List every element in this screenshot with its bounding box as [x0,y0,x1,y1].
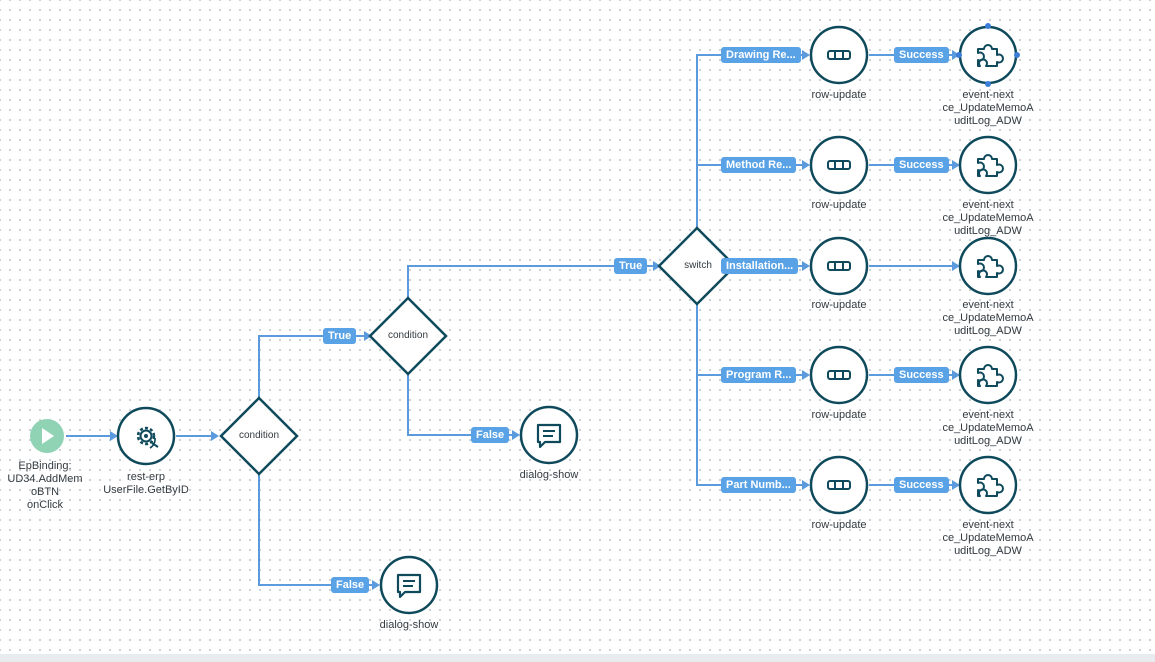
row-blocks-icon [827,370,851,380]
switch-node[interactable] [657,226,737,306]
edge-condition2-true [407,265,654,298]
event-next-node-3[interactable] [958,236,1018,296]
edge-condition2-false [407,374,513,436]
event-next-caption-3-line3: uditLog_ADW [954,325,1022,337]
edge-label-cond2-true[interactable]: True [614,258,648,274]
row-update-caption-4: row-update [811,409,867,421]
horizontal-scrollbar[interactable] [0,654,1155,662]
puzzle-piece-icon [977,474,1004,497]
start-caption-line3: oBTN [30,486,60,498]
dialog-show-2-caption: dialog-show [379,619,439,631]
puzzle-piece-icon [977,364,1004,387]
row-blocks-icon [827,50,851,60]
event-next-node-5[interactable] [958,455,1018,515]
edge-condition1-true [258,335,365,398]
event-next-caption-1-line2: ce_UpdateMemoA [942,102,1034,114]
event-next-caption-4: event-next ce_UpdateMemoA uditLog_ADW [933,409,1043,448]
row-blocks-icon [827,261,851,271]
play-icon [42,428,54,444]
row-blocks-icon [827,480,851,490]
gear-sync-icon [136,426,159,449]
edge-label-cond1-true[interactable]: True [323,328,357,344]
event-next-caption-5-line1: event-next [962,519,1014,531]
dialog-show-node-2[interactable] [379,555,439,615]
condition-node-1[interactable] [219,396,299,476]
success-label-3[interactable]: Success [894,367,949,383]
event-next-caption-5-line2: ce_UpdateMemoA [942,532,1034,544]
switch-label: switch [684,260,712,271]
row-update-node-5[interactable] [809,455,869,515]
rest-erp-node[interactable] [116,406,176,466]
condition-1-label: condition [238,430,280,441]
success-label-4[interactable]: Success [894,477,949,493]
rest-erp-caption-line1: rest-erp [127,471,165,483]
row-update-caption-3: row-update [811,299,867,311]
success-label-2[interactable]: Success [894,157,949,173]
selection-handle-bottom[interactable] [985,81,991,87]
event-next-caption-1-line1: event-next [962,89,1014,101]
event-next-caption-1: event-next ce_UpdateMemoA uditLog_ADW [933,89,1043,128]
switch-case-label-3[interactable]: Installation... [721,258,799,274]
event-next-caption-5-line3: uditLog_ADW [954,545,1022,557]
selection-handle-left[interactable] [956,52,962,58]
event-next-caption-4-line2: ce_UpdateMemoA [942,422,1034,434]
event-next-node-2[interactable] [958,135,1018,195]
edge-label-cond1-false[interactable]: False [331,577,370,593]
switch-case-label-5[interactable]: Part Numb... [721,477,796,493]
edge-label-cond2-false[interactable]: False [471,427,510,443]
row-update-caption-2: row-update [811,199,867,211]
rest-erp-caption-line2: UserFile.GetByID [103,484,189,496]
event-next-caption-3-line2: ce_UpdateMemoA [942,312,1034,324]
dialog-show-node-1[interactable] [519,405,579,465]
row-update-node-1[interactable] [809,25,869,85]
start-caption: EpBinding: UD34.AddMem oBTN onClick [0,460,100,512]
start-node[interactable] [30,419,64,453]
event-next-caption-4-line3: uditLog_ADW [954,435,1022,447]
chat-message-icon [396,573,422,599]
condition-node-2[interactable] [368,296,448,376]
row-blocks-icon [827,160,851,170]
event-next-caption-2: event-next ce_UpdateMemoA uditLog_ADW [933,199,1043,238]
row-update-caption-5: row-update [811,519,867,531]
event-next-caption-4-line1: event-next [962,409,1014,421]
row-update-caption-1: row-update [811,89,867,101]
switch-case-label-1[interactable]: Drawing Re... [721,47,801,63]
start-caption-line1: EpBinding: [18,460,72,472]
puzzle-piece-icon [977,255,1004,278]
puzzle-piece-icon [977,154,1004,177]
event-next-caption-5: event-next ce_UpdateMemoA uditLog_ADW [933,519,1043,558]
start-caption-line4: onClick [26,499,64,511]
puzzle-piece-icon [977,44,1004,67]
event-next-node-1[interactable] [956,23,1020,87]
selection-handle-right[interactable] [1014,52,1020,58]
event-next-caption-3-line1: event-next [962,299,1014,311]
event-next-caption-3: event-next ce_UpdateMemoA uditLog_ADW [933,299,1043,338]
switch-case-label-2[interactable]: Method Re... [721,157,797,173]
event-next-caption-2-line2: ce_UpdateMemoA [942,212,1034,224]
row-update-node-3[interactable] [809,236,869,296]
row-update-node-2[interactable] [809,135,869,195]
success-label-1[interactable]: Success [894,47,949,63]
event-next-caption-2-line3: uditLog_ADW [954,225,1022,237]
selection-handle-top[interactable] [985,23,991,29]
row-update-node-4[interactable] [809,345,869,405]
rest-erp-caption: rest-erp UserFile.GetByID [91,471,201,497]
chat-message-icon [536,423,562,449]
dialog-show-1-caption: dialog-show [519,469,579,481]
event-next-caption-2-line1: event-next [962,199,1014,211]
start-caption-line2: UD34.AddMem [7,473,83,485]
event-next-node-4[interactable] [958,345,1018,405]
condition-2-label: condition [387,330,429,341]
edge-condition1-false [258,474,373,586]
event-next-caption-1-line3: uditLog_ADW [954,115,1022,127]
edge-switch-case-4 [696,304,803,486]
switch-case-label-4[interactable]: Program R... [721,367,797,383]
